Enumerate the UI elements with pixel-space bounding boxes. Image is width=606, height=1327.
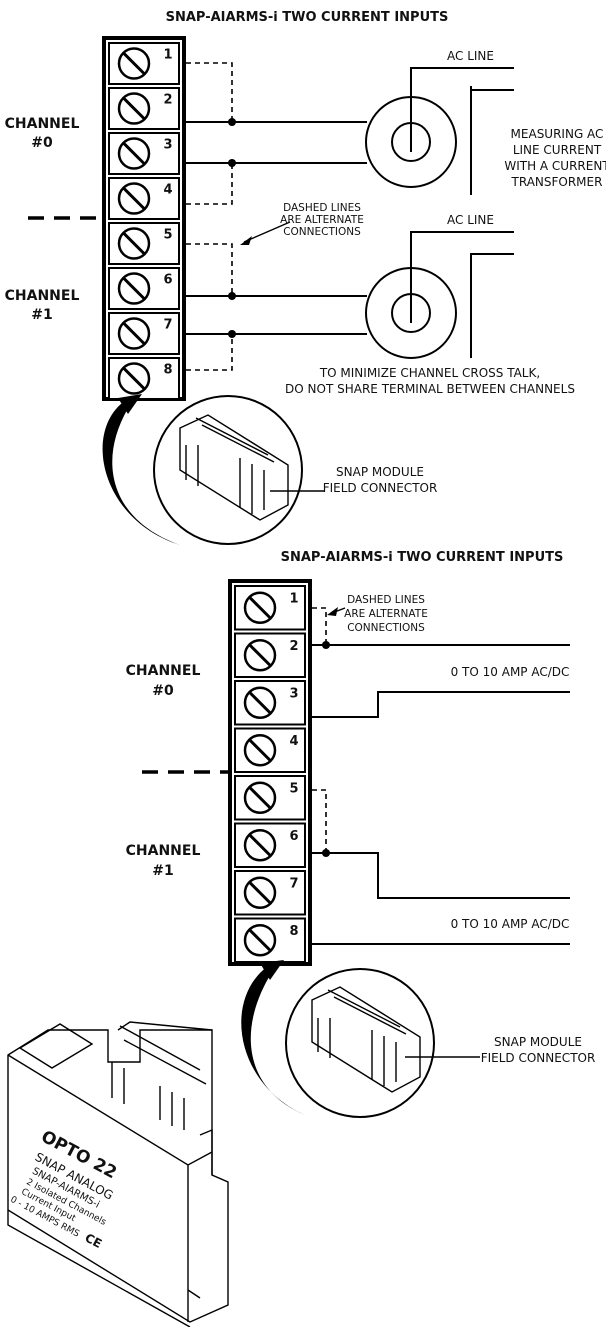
top-dashed-note-2: ARE ALTERNATE: [280, 214, 364, 226]
top-curved-arrowhead: [118, 394, 142, 414]
top-crosstalk-note-1: TO MINIMIZE CHANNEL CROSS TALK,: [319, 366, 540, 380]
bottom-terminal-number-5: 5: [289, 781, 298, 796]
bottom-junction-6: [322, 849, 330, 857]
top-channel0-number: #0: [31, 135, 53, 151]
top-dashed-note-1: DASHED LINES: [283, 202, 361, 214]
top-dashed-note-3: CONNECTIONS: [283, 226, 361, 238]
top-channel1-label: CHANNEL: [5, 288, 80, 304]
bottom-screw-slot-7: [248, 881, 272, 905]
top-junction-6: [228, 292, 236, 300]
top-channel0-label: CHANNEL: [5, 116, 80, 132]
top-dashed-5-6: [186, 243, 233, 296]
bottom-screw-slot-3: [248, 691, 272, 715]
bottom-screw-slot-2: [248, 643, 272, 667]
top-current-transformer-2: [365, 231, 514, 359]
bottom-channel0-number: #0: [152, 683, 174, 699]
bottom-terminal-number-4: 4: [289, 734, 298, 749]
top-connector-label-2: FIELD CONNECTOR: [323, 481, 438, 495]
bottom-channel1-number: #1: [152, 863, 173, 879]
top-measuring-note-4: TRANSFORMER: [511, 175, 603, 189]
top-crosstalk-note-2: DO NOT SHARE TERMINAL BETWEEN CHANNELS: [285, 382, 575, 396]
bottom-curved-arrow: [241, 966, 305, 1115]
bottom-terminal-cells: 1 2 3 4 5 6 7 8: [234, 585, 306, 963]
top-title: SNAP-AIARMS-i TWO CURRENT INPUTS: [166, 10, 449, 25]
snap-module-illustration: OPTO 22 SNAP ANALOG SNAP-AIARMS-i 2 Isol…: [7, 1021, 229, 1327]
bottom-diagram: SNAP-AIARMS-i TWO CURRENT INPUTS 1 2 3 4 5 6 7…: [126, 550, 596, 1118]
bottom-dashed-note-2: ARE ALTERNATE: [344, 608, 428, 620]
top-measuring-note-2: LINE CURRENT: [513, 143, 602, 157]
bottom-screw-slot-1: [248, 596, 272, 620]
bottom-terminal-number-8: 8: [289, 924, 298, 939]
bottom-connector-label-1: SNAP MODULE: [494, 1035, 582, 1049]
bottom-title: SNAP-AIARMS-i TWO CURRENT INPUTS: [281, 550, 564, 565]
top-ac-line-label-1: AC LINE: [447, 49, 494, 63]
bottom-terminal-number-2: 2: [289, 639, 298, 654]
bottom-wire-3: [310, 691, 570, 718]
bottom-channel1-label: CHANNEL: [126, 843, 201, 859]
top-screw-slot-5: [122, 231, 146, 256]
bottom-screw-slot-5: [248, 786, 272, 810]
bottom-dashed-5-6: [312, 789, 327, 853]
bottom-terminal-number-7: 7: [289, 876, 298, 891]
bottom-channel0-label: CHANNEL: [126, 663, 201, 679]
top-measuring-note-1: MEASURING AC: [511, 127, 604, 141]
module-ce-mark: CE: [83, 1231, 105, 1251]
top-dashed-4-3: [186, 163, 233, 205]
top-terminal-number-5: 5: [163, 227, 172, 242]
top-terminal-number-2: 2: [163, 92, 172, 107]
bottom-curved-arrowhead: [260, 960, 284, 980]
top-screw-slot-7: [122, 321, 146, 346]
bottom-dashed-note-3: CONNECTIONS: [347, 622, 425, 634]
top-channel1-number: #1: [31, 307, 52, 323]
top-screw-slot-8: [122, 366, 146, 391]
bottom-screw-slot-4: [248, 738, 272, 762]
bottom-terminal-number-3: 3: [289, 686, 298, 701]
bottom-terminal-number-1: 1: [289, 591, 298, 606]
top-terminal-number-6: 6: [163, 272, 172, 287]
bottom-dashed-1-2: [312, 607, 327, 645]
top-junction-7: [228, 330, 236, 338]
bottom-junction-2: [322, 641, 330, 649]
top-terminal-number-4: 4: [163, 182, 172, 197]
bottom-note-arrowhead: [327, 607, 338, 616]
bottom-connector-label-2: FIELD CONNECTOR: [481, 1051, 596, 1065]
top-terminal-number-7: 7: [163, 317, 172, 332]
bottom-field-connector-callout: [285, 968, 480, 1118]
top-screw-slot-1: [122, 51, 146, 76]
bottom-screw-slot-6: [248, 833, 272, 857]
top-connector-label-1: SNAP MODULE: [336, 465, 424, 479]
top-screw-slot-2: [122, 96, 146, 121]
bottom-terminal-number-6: 6: [289, 829, 298, 844]
top-junction-2: [228, 118, 236, 126]
top-screw-slot-6: [122, 276, 146, 301]
bottom-dashed-note-1: DASHED LINES: [347, 594, 425, 606]
top-current-transformer-1: [365, 67, 514, 195]
bottom-range-label-2: 0 TO 10 AMP AC/DC: [451, 917, 570, 931]
bottom-range-label-1: 0 TO 10 AMP AC/DC: [451, 665, 570, 679]
top-note-arrowhead: [240, 236, 252, 245]
top-junction-3: [228, 159, 236, 167]
top-terminal-number-3: 3: [163, 137, 172, 152]
bottom-screw-slot-8: [248, 928, 272, 952]
bottom-wire-6: [310, 852, 570, 899]
top-diagram: SNAP-AIARMS-i TWO CURRENT INPUTS 1 2 3 4 5 6 7…: [5, 10, 606, 545]
top-measuring-note-3: WITH A CURRENT: [504, 159, 606, 173]
top-note-arrow: [243, 221, 291, 243]
top-dashed-1-2: [186, 62, 233, 122]
top-dashed-8-7: [186, 334, 233, 371]
top-ac-line-label-2: AC LINE: [447, 213, 494, 227]
top-screw-slot-3: [122, 141, 146, 166]
top-curved-arrow: [102, 400, 180, 545]
top-terminal-number-1: 1: [163, 47, 172, 62]
top-screw-slot-4: [122, 186, 146, 211]
top-terminal-cells: 1 2 3 4 5 6 7 8: [108, 42, 180, 400]
top-terminal-number-8: 8: [163, 362, 172, 377]
top-field-connector-callout: [153, 395, 325, 545]
